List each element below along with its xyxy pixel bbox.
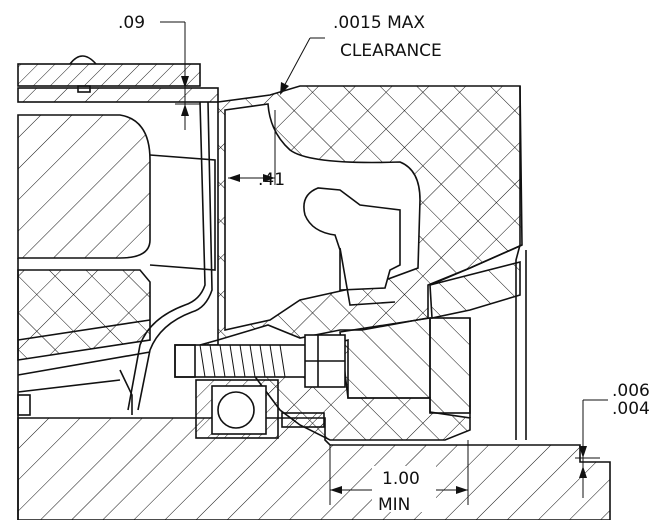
tolerance-upper: .006 [612, 381, 650, 401]
spring-plate [127, 101, 213, 411]
dim-100-label: 1.00 [382, 469, 420, 489]
clearance-note: .0015 MAX CLEARANCE [280, 13, 442, 95]
tolerance-lower: .004 [612, 399, 650, 419]
lower-left-details [17, 258, 133, 520]
dim-09: .09 [118, 13, 200, 130]
dim-09-label: .09 [118, 13, 145, 33]
outer-housing [429, 86, 527, 440]
dim-min-label: MIN [378, 495, 410, 515]
dim-100: 1.00 MIN [329, 440, 469, 515]
rotor-block [17, 114, 216, 393]
dim-41: .41 [228, 110, 285, 190]
base-shaft [17, 417, 611, 520]
hub-housing [199, 85, 523, 346]
clearance-line1: .0015 MAX [333, 13, 425, 33]
bolt [174, 334, 346, 388]
bearing [195, 379, 325, 439]
clearance-line2: CLEARANCE [340, 41, 442, 61]
top-plate [17, 55, 219, 103]
dim-41-label: .41 [258, 170, 285, 190]
tolerance-note: .006 .004 [575, 381, 650, 498]
